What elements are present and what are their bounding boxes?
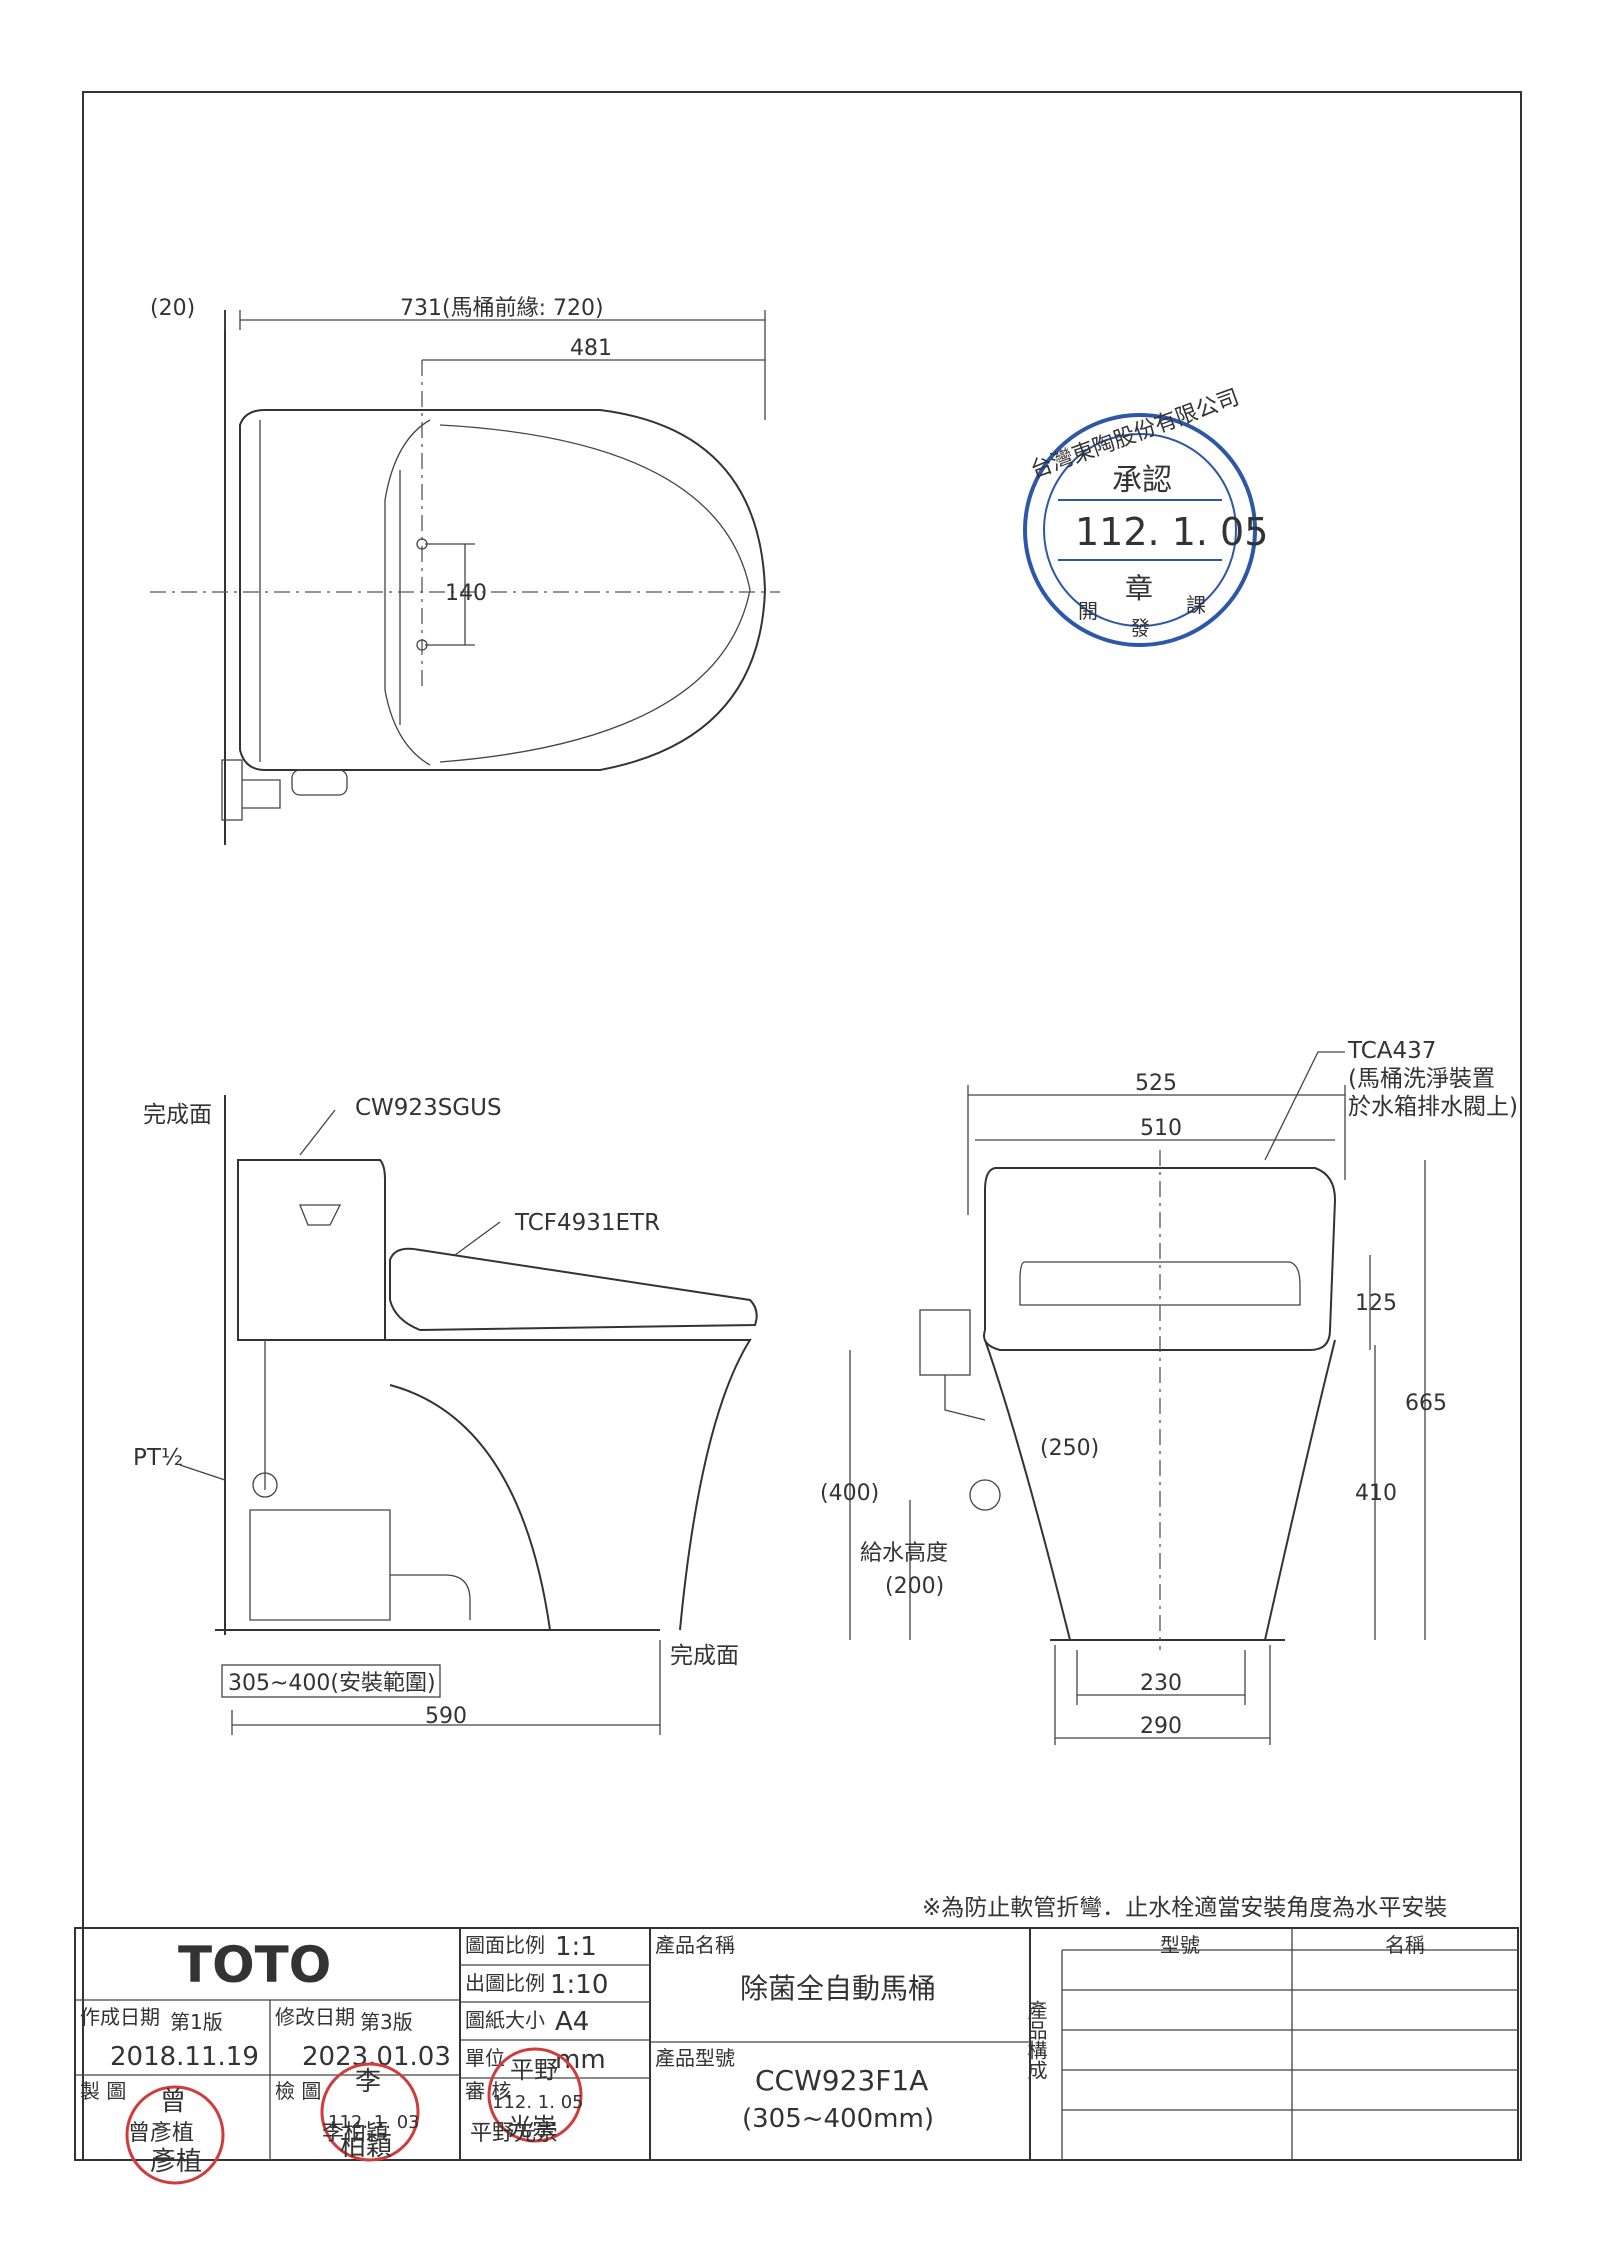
dim-front-665: 665: [1405, 1391, 1447, 1416]
col-name: 名稱: [1385, 1933, 1425, 1957]
product-model-label: 產品型號: [655, 2046, 735, 2070]
paper-value: A4: [555, 2007, 589, 2037]
side-view: 完成面 CW923SGUS TCF4931ETR PT½ 完成面 305~400…: [133, 1095, 758, 1735]
svg-text:平野光崇: 平野光崇: [470, 2121, 558, 2146]
created-label: 作成日期: [80, 2005, 160, 2029]
stamp-dept-1: 開: [1078, 599, 1098, 623]
svg-text:曾: 曾: [160, 2087, 186, 2117]
dim-front-230: 230: [1140, 1671, 1182, 1696]
dim-front-125: 125: [1355, 1291, 1397, 1316]
drawn-label: 製 圖: [80, 2079, 126, 2103]
label-supply-height: 給水高度: [860, 1541, 948, 1566]
svg-text:光崇: 光崇: [508, 2113, 556, 2141]
created-date: 2018.11.19: [110, 2042, 259, 2072]
svg-text:曾彥植: 曾彥植: [128, 2121, 194, 2146]
modified-label: 修改日期: [275, 2005, 355, 2029]
checked-label: 檢 圖: [275, 2079, 321, 2103]
dim-top-mount: 481: [570, 336, 612, 361]
dim-front-width-outer: 525: [1135, 1071, 1177, 1096]
label-flush-note-1: (馬桶洗淨裝置: [1348, 1066, 1495, 1092]
label-seat-model: TCF4931ETR: [514, 1210, 660, 1236]
svg-text:112. 1. 03: 112. 1. 03: [328, 2112, 420, 2133]
label-flush-note-2: 於水箱排水閥上): [1348, 1094, 1518, 1120]
composition-label: 產品構成: [1024, 2000, 1048, 2080]
drawn-signature-stamp: 曾 彥植 曾彥植: [125, 2085, 225, 2185]
installation-note: ※為防止軟管折彎．止水栓適當安裝角度為水平安裝: [922, 1895, 1447, 1921]
dim-top-holes: 140: [445, 581, 487, 606]
product-name-label: 產品名稱: [655, 1933, 735, 1957]
svg-text:112. 1. 05: 112. 1. 05: [492, 2092, 584, 2113]
stamp-seal: 章: [1125, 572, 1153, 605]
created-version: 第1版: [170, 2010, 223, 2034]
label-finish-top: 完成面: [143, 1102, 212, 1128]
product-model: CCW923F1A: [755, 2064, 928, 2097]
approval-stamp: 台灣東陶股份有限公司 承認 112. 1. 05 章 開 發 課: [1023, 385, 1268, 647]
dim-front-400: (400): [820, 1481, 879, 1506]
paper-label: 圖紙大小: [465, 2008, 545, 2032]
drawing-frame: [82, 91, 1522, 2161]
label-flush-model: TCA437: [1347, 1038, 1436, 1064]
svg-text:平野: 平野: [510, 2056, 558, 2084]
product-range: (305~400mm): [742, 2104, 934, 2134]
dim-front-290: 290: [1140, 1714, 1182, 1739]
checked-signature-stamp: 李 112. 1. 03 柏穎 李柏穎: [320, 2062, 420, 2162]
front-view: TCA437 (馬桶洗淨裝置 於水箱排水閥上) 525 510 125 665 …: [820, 1038, 1518, 1745]
svg-text:彥植: 彥植: [150, 2147, 202, 2177]
approved-signature-stamp: 平野 112. 1. 05 光崇 平野光崇: [470, 2047, 584, 2146]
label-finish-floor: 完成面: [670, 1643, 739, 1669]
print-scale-value: 1:10: [550, 1970, 608, 2000]
dim-front-250: (250): [1040, 1436, 1099, 1461]
scale-label: 圖面比例: [465, 1933, 545, 1957]
stamp-dept-3: 課: [1186, 593, 1206, 617]
col-model: 型號: [1160, 1933, 1200, 1957]
product-name: 除菌全自動馬桶: [740, 1972, 936, 2005]
label-pt-thread: PT½: [133, 1445, 183, 1471]
dim-depth: 590: [425, 1704, 467, 1729]
svg-text:李柏穎: 李柏穎: [322, 2121, 388, 2146]
dim-front-width-inner: 510: [1140, 1116, 1182, 1141]
dim-front-410: 410: [1355, 1481, 1397, 1506]
dim-top-offset: (20): [150, 296, 195, 321]
label-tank-model: CW923SGUS: [355, 1095, 502, 1121]
title-block: TOTO 作成日期 第1版 2018.11.19 修改日期 第3版 2023.0…: [74, 1927, 1519, 2185]
stamp-dept-2: 發: [1130, 616, 1150, 640]
dim-rough-in: 305~400(安裝範圍): [228, 1671, 436, 1696]
svg-text:李: 李: [355, 2067, 381, 2097]
dim-top-total: 731(馬桶前緣: 720): [400, 296, 604, 321]
stamp-date: 112. 1. 05: [1075, 510, 1268, 554]
print-scale-label: 出圖比例: [465, 1971, 545, 1995]
modified-version: 第3版: [360, 2010, 413, 2034]
dim-front-200: (200): [885, 1574, 944, 1599]
svg-text:柏穎: 柏穎: [340, 2132, 392, 2162]
scale-value: 1:1: [555, 1932, 597, 1962]
stamp-title: 承認: [1112, 463, 1172, 498]
modified-date: 2023.01.03: [302, 2042, 451, 2072]
top-view: (20) 731(馬桶前緣: 720) 481 140: [150, 296, 780, 845]
brand-logo: TOTO: [178, 1936, 331, 1994]
